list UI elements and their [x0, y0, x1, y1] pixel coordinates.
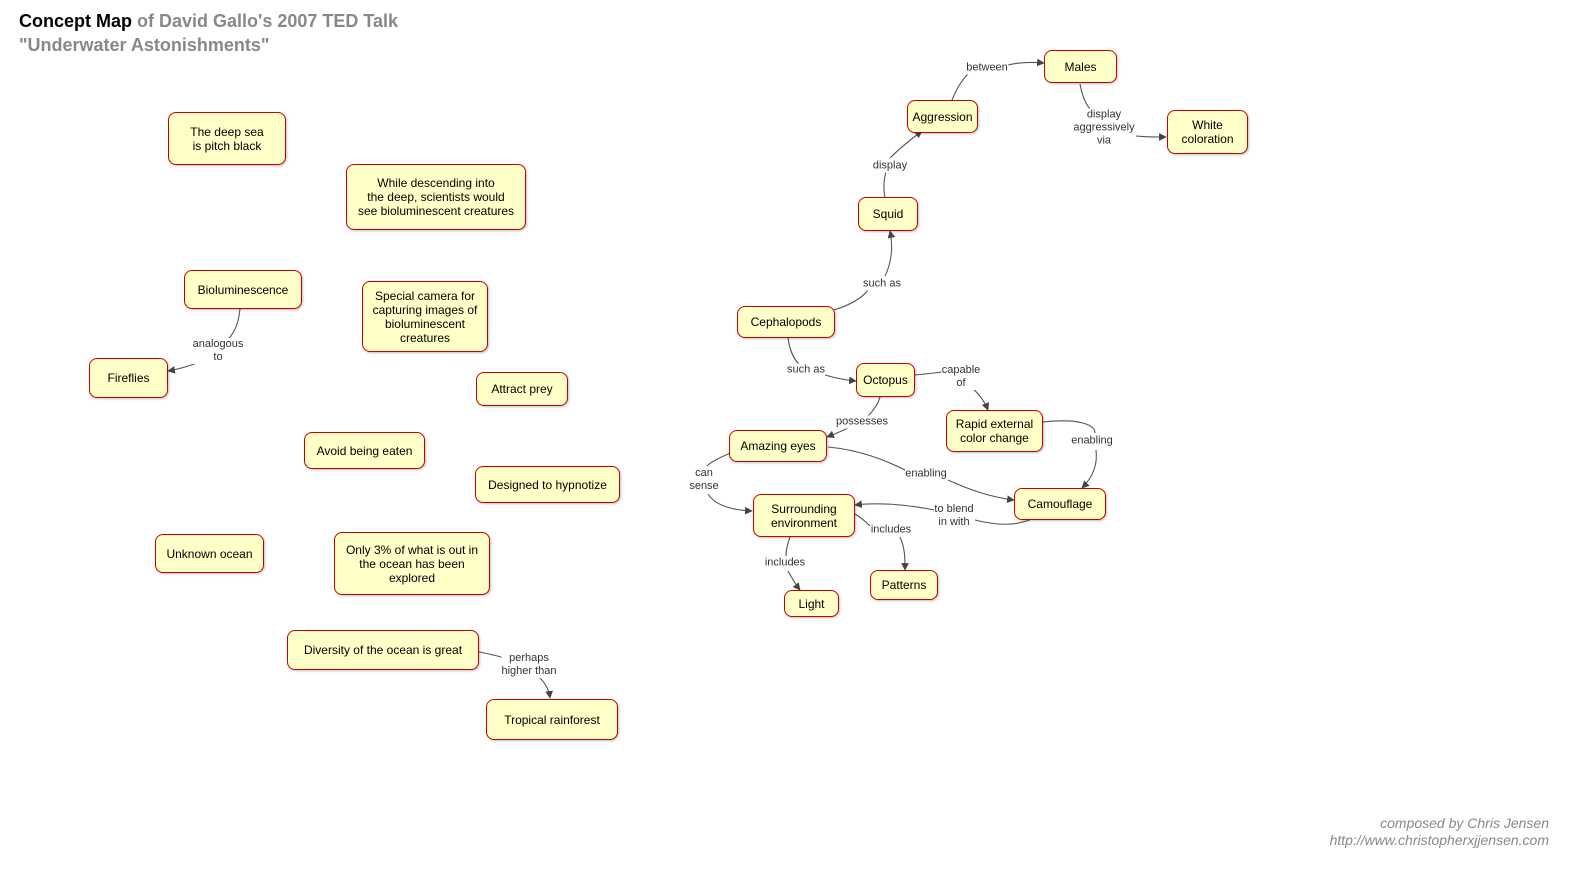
link-label-enabling-rapid: enabling [1071, 434, 1113, 448]
link-display-white [1135, 133, 1167, 141]
node-cephalopods[interactable]: Cephalopods [737, 306, 835, 338]
link-suchas-squid [884, 230, 896, 277]
link-possesses-eyes [826, 427, 849, 439]
link-label-enabling-eyes: enabling [905, 467, 947, 481]
link-includes-light [787, 570, 801, 591]
link-aggression-between [951, 73, 969, 101]
page-title: Concept Map of David Gallo's 2007 TED Ta… [19, 10, 398, 58]
link-perhaps-rainforest [539, 677, 553, 699]
node-bioluminescence[interactable]: Bioluminescence [184, 270, 302, 309]
link-label-can-sense: can sense [689, 467, 719, 493]
node-camouflage[interactable]: Camouflage [1014, 488, 1106, 520]
link-display-aggression [889, 130, 923, 159]
node-descending[interactable]: While descending into the deep, scientis… [346, 164, 526, 230]
title-talk-name: "Underwater Astonishments" [19, 35, 270, 55]
title-main: Concept Map [19, 11, 133, 31]
title-subtitle: of David Gallo's 2007 TED Talk [132, 11, 399, 31]
link-surrounding-includes [854, 513, 871, 527]
node-deep-sea[interactable]: The deep sea is pitch black [168, 112, 286, 165]
node-light[interactable]: Light [784, 590, 839, 617]
link-label-includes-patterns: includes [870, 523, 912, 537]
link-includes-patterns [899, 536, 909, 571]
link-enabling-camouflage [1081, 449, 1097, 489]
link-label-perhaps: perhaps higher than [501, 652, 557, 678]
node-amazing-eyes[interactable]: Amazing eyes [729, 430, 827, 462]
link-males-display [1079, 83, 1091, 110]
link-label-such-as-squid: such as [863, 277, 901, 291]
link-suchas-octopus [821, 373, 857, 385]
node-special-camera[interactable]: Special camera for capturing images of b… [362, 281, 488, 352]
link-octopus-capable [914, 371, 943, 376]
node-males[interactable]: Males [1044, 50, 1117, 83]
node-patterns[interactable]: Patterns [870, 570, 938, 600]
link-rapid-enabling [1042, 420, 1096, 434]
node-rainforest[interactable]: Tropical rainforest [486, 699, 618, 740]
node-diversity[interactable]: Diversity of the ocean is great [287, 630, 479, 670]
link-label-display-aggressively: display aggressively via [1073, 108, 1135, 148]
link-between-males [1007, 58, 1045, 67]
link-enabling2-camouflage [947, 479, 1015, 503]
link-eyes-enabling [827, 446, 906, 471]
node-squid[interactable]: Squid [858, 197, 918, 231]
link-cansense-surrounding [707, 493, 753, 515]
link-blend-surrounding [854, 500, 935, 511]
credit-author: composed by Chris Jensen [1380, 815, 1549, 831]
node-white-coloration[interactable]: White coloration [1167, 110, 1248, 154]
node-only-3[interactable]: Only 3% of what is out in the ocean has … [334, 532, 490, 595]
node-hypnotize[interactable]: Designed to hypnotize [475, 466, 620, 503]
node-attract-prey[interactable]: Attract prey [476, 372, 568, 406]
node-unknown-ocean[interactable]: Unknown ocean [155, 534, 264, 573]
link-label-between: between [966, 61, 1008, 75]
link-surrounding-includes2 [785, 536, 791, 557]
node-avoid-eaten[interactable]: Avoid being eaten [304, 432, 425, 469]
node-surrounding[interactable]: Surrounding environment [753, 494, 855, 537]
node-rapid-color[interactable]: Rapid external color change [946, 410, 1043, 452]
credit-url[interactable]: http://www.christopherxjjensen.com [1329, 832, 1549, 848]
link-label-includes-light: includes [764, 556, 806, 570]
link-label-such-as-octopus: such as [787, 363, 825, 377]
link-label-to-blend: to blend in with [934, 503, 974, 529]
node-aggression[interactable]: Aggression [907, 100, 978, 133]
link-label-capable-of: capable of [941, 364, 981, 390]
link-cephalopods-suchas [833, 289, 869, 311]
link-label-possesses: possesses [836, 415, 888, 429]
link-squid-display [883, 171, 887, 198]
link-cephalopods-suchas2 [787, 337, 803, 367]
node-fireflies[interactable]: Fireflies [89, 358, 168, 398]
link-label-display: display [872, 159, 908, 173]
link-label-analogous: analogous to [192, 338, 244, 364]
node-octopus[interactable]: Octopus [856, 363, 915, 397]
link-octopus-possesses [867, 396, 881, 417]
